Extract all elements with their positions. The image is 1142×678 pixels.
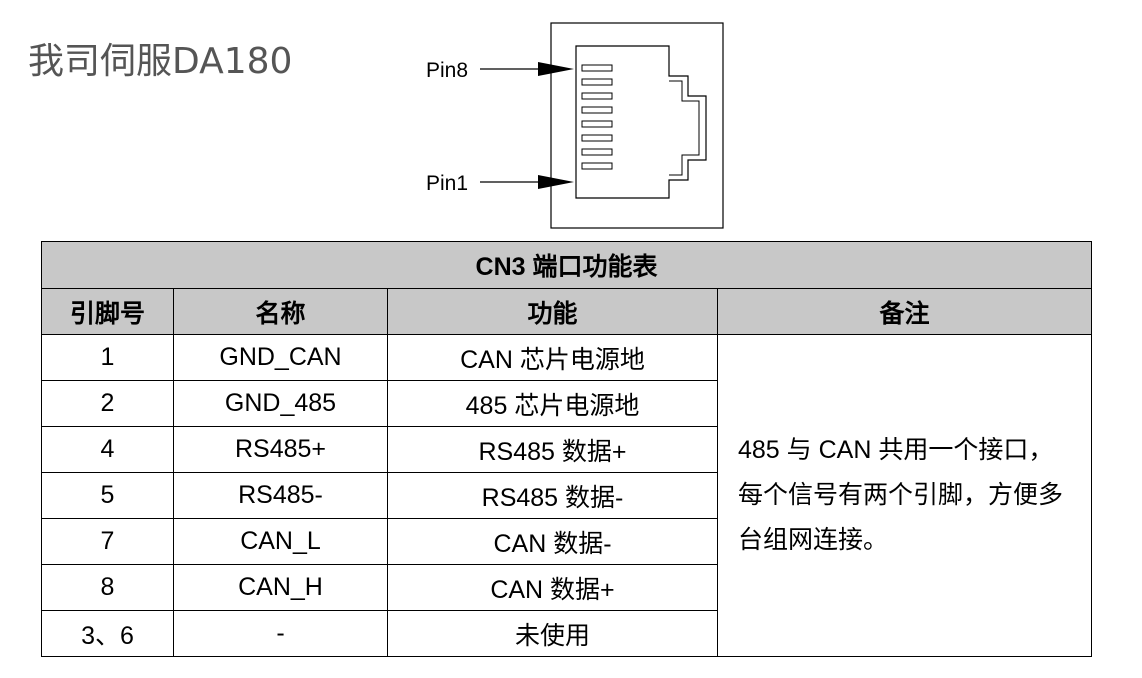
cell-function: RS485 数据-	[387, 472, 718, 519]
cell-pin: 2	[41, 380, 174, 427]
contact-pin-7	[581, 78, 613, 86]
table-row: 4 RS485+ RS485 数据+	[41, 426, 1092, 473]
contact-pins	[581, 64, 613, 170]
table-header-row: 引脚号 名称 功能 备注	[41, 288, 1093, 335]
table-title: CN3 端口功能表	[40, 241, 1093, 289]
header-function: 功能	[387, 288, 718, 335]
rj45-connector-diagram: Pin8 Pin1	[420, 18, 730, 233]
table-row: 5 RS485- RS485 数据-	[41, 472, 1092, 519]
header-pin: 引脚号	[41, 288, 174, 335]
jack-body-outline	[575, 45, 707, 199]
table-row: 2 GND_485 485 芯片电源地	[41, 380, 1092, 427]
cell-name: RS485-	[173, 472, 388, 519]
pin8-label: Pin8	[426, 59, 468, 82]
contact-pin-2	[581, 148, 613, 156]
cell-name: GND_CAN	[173, 334, 388, 381]
pin1-arrow-head	[538, 175, 574, 189]
table-row: 1 GND_CAN CAN 芯片电源地 485 与 CAN 共用一个接口，每个信…	[41, 334, 1093, 657]
contact-pin-8	[581, 64, 613, 72]
cell-function: 未使用	[387, 610, 718, 657]
rj45-connector-icon: Pin8 Pin1	[426, 22, 724, 229]
cell-name: RS485+	[173, 426, 388, 473]
pin1-label: Pin1	[426, 172, 468, 195]
contact-pin-4	[581, 120, 613, 128]
pin8-arrow-head	[538, 62, 574, 76]
cell-name: CAN_L	[173, 518, 388, 565]
cell-name: GND_485	[173, 380, 388, 427]
cell-note: 485 与 CAN 共用一个接口，每个信号有两个引脚，方便多台组网连接。	[716, 334, 1093, 657]
cell-pin: 5	[41, 472, 174, 519]
table-row: 7 CAN_L CAN 数据-	[41, 518, 1092, 565]
header-name: 名称	[173, 288, 388, 335]
header-note: 备注	[716, 288, 1093, 335]
cell-pin: 1	[41, 334, 174, 381]
cell-name: -	[173, 610, 388, 657]
cell-name: CAN_H	[173, 564, 388, 611]
cell-pin: 7	[41, 518, 174, 565]
table-title-row: CN3 端口功能表	[40, 241, 1093, 289]
cell-pin: 4	[41, 426, 174, 473]
cell-function: CAN 数据+	[387, 564, 718, 611]
connector-outer-frame	[550, 22, 724, 229]
cell-function: RS485 数据+	[387, 426, 718, 473]
table-row: 8 CAN_H CAN 数据+	[41, 564, 1092, 611]
contact-pin-6	[581, 92, 613, 100]
jack-inner-outline	[669, 80, 700, 176]
page-title: 我司伺服DA180	[28, 41, 293, 82]
cell-function: CAN 芯片电源地	[387, 334, 718, 381]
cell-function: CAN 数据-	[387, 518, 718, 565]
contact-pin-1	[581, 162, 613, 170]
cell-function: 485 芯片电源地	[387, 380, 718, 427]
contact-pin-3	[581, 134, 613, 142]
cn3-port-function-table: CN3 端口功能表 引脚号 名称 功能 备注 1 GND_CAN CAN 芯片电…	[40, 241, 1093, 657]
cell-pin: 8	[41, 564, 174, 611]
contact-pin-5	[581, 106, 613, 114]
cell-pin: 3、6	[41, 610, 174, 657]
table-row: 3、6 - 未使用	[41, 610, 1092, 657]
